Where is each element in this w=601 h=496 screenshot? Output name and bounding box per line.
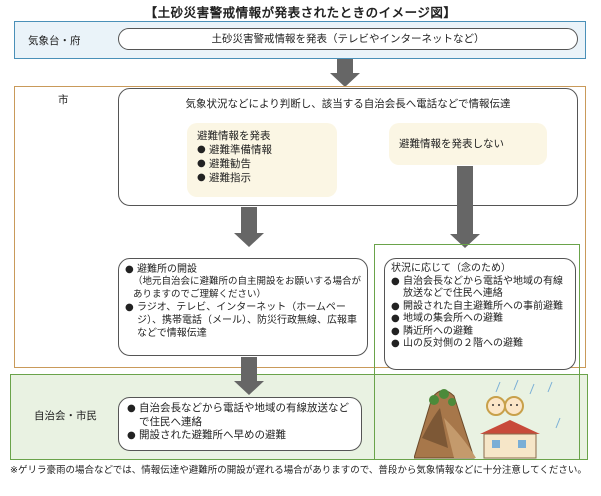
house-icon <box>480 420 540 459</box>
agency-label: 気象台・府 <box>28 35 81 47</box>
list-item: 開設された自主避難所への事前避難 <box>391 301 569 314</box>
list-item: 避難指示 <box>197 171 327 185</box>
list-item: 避難勧告 <box>197 157 327 171</box>
issue-heading: 避難情報を発表 <box>197 130 271 142</box>
situation-heading: 状況に応じて（念のため） <box>391 263 511 274</box>
landslide-illustration <box>414 379 561 459</box>
city-label: 市 <box>58 94 69 106</box>
list-item: 山の反対側の２階への避難 <box>391 338 569 351</box>
shelter-note: （地元自治会に避難所の自主開設をお願いする場合がありますのでご理解ください） <box>133 276 362 300</box>
list-item: 自治会長などから電話や地域の有線放送などで住民へ連絡 <box>127 402 353 429</box>
arrow-down-icon <box>450 166 480 252</box>
list-item: 隣近所への避難 <box>391 326 569 339</box>
situation-box: 状況に応じて（念のため） 自治会長などから電話や地域の有線放送などで住民へ連絡 … <box>384 258 576 370</box>
arrow-down-icon <box>234 207 264 259</box>
arrow-down-icon <box>234 357 264 397</box>
list-item: ラジオ、テレビ、インターネット（ホームページ）、携帯電話（メール）、防災行政無線… <box>125 301 361 340</box>
diagram-title: 【土砂災害警戒情報が発表されたときのイメージ図】 <box>144 5 457 20</box>
footnote: ※ゲリラ豪雨の場合などでは、情報伝達や避難所の開設が遅れる場合がありますので、普… <box>10 465 587 476</box>
shelter-opening-box: 避難所の開設 （地元自治会に避難所の自主開設をお願いする場合がありますのでご理解… <box>118 258 368 356</box>
residents-label: 自治会・市民 <box>34 410 97 422</box>
agency-announcement-box: 土砂災害警戒情報を発表（テレビやインターネットなど） <box>118 28 578 50</box>
no-evacuation-box: 避難情報を発表しない <box>389 123 547 165</box>
city-decision-box: 気象状況などにより判断し、該当する自治会長へ電話などで情報伝達 避難情報を発表 … <box>118 88 578 206</box>
list-item: 避難所の開設 <box>125 263 361 276</box>
list-item: 開設された避難所へ早めの避難 <box>127 429 353 443</box>
list-item: 避難準備情報 <box>197 143 327 157</box>
list-item: 自治会長などから電話や地域の有線放送などで住民へ連絡 <box>391 276 569 301</box>
arrow-down-icon <box>330 59 360 87</box>
people-icon <box>486 396 524 416</box>
issue-evacuation-box: 避難情報を発表 避難準備情報 避難勧告 避難指示 <box>187 123 337 197</box>
situation-frame <box>374 244 580 460</box>
city-decision-text: 気象状況などにより判断し、該当する自治会長へ電話などで情報伝達 <box>185 98 511 110</box>
tree-icon <box>429 389 456 406</box>
list-item: 地域の集会所への避難 <box>391 313 569 326</box>
residents-action-box: 自治会長などから電話や地域の有線放送などで住民へ連絡 開設された避難所へ早めの避… <box>118 397 362 451</box>
